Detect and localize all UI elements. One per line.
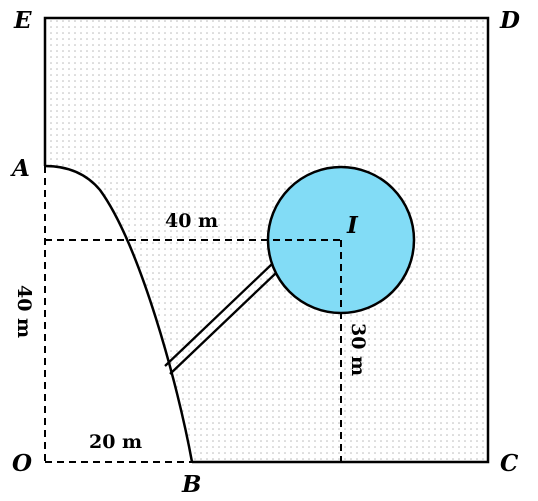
label-C: C	[500, 450, 519, 477]
label-B: B	[181, 471, 201, 498]
pipe	[164, 263, 277, 375]
dim-left: 40 m	[13, 285, 35, 338]
dim-bottom: 20 m	[89, 431, 142, 453]
boundary-outline	[43, 16, 490, 464]
dim-top: 40 m	[165, 210, 218, 232]
dim-right: 30 m	[347, 323, 369, 376]
parabola-curve	[44, 164, 194, 463]
label-O: O	[12, 450, 32, 477]
label-A: A	[10, 155, 30, 182]
dashed-lines	[44, 166, 342, 463]
boundary	[43, 16, 490, 464]
label-E: E	[13, 7, 32, 34]
label-D: D	[499, 7, 520, 34]
label-I: I	[346, 212, 359, 239]
